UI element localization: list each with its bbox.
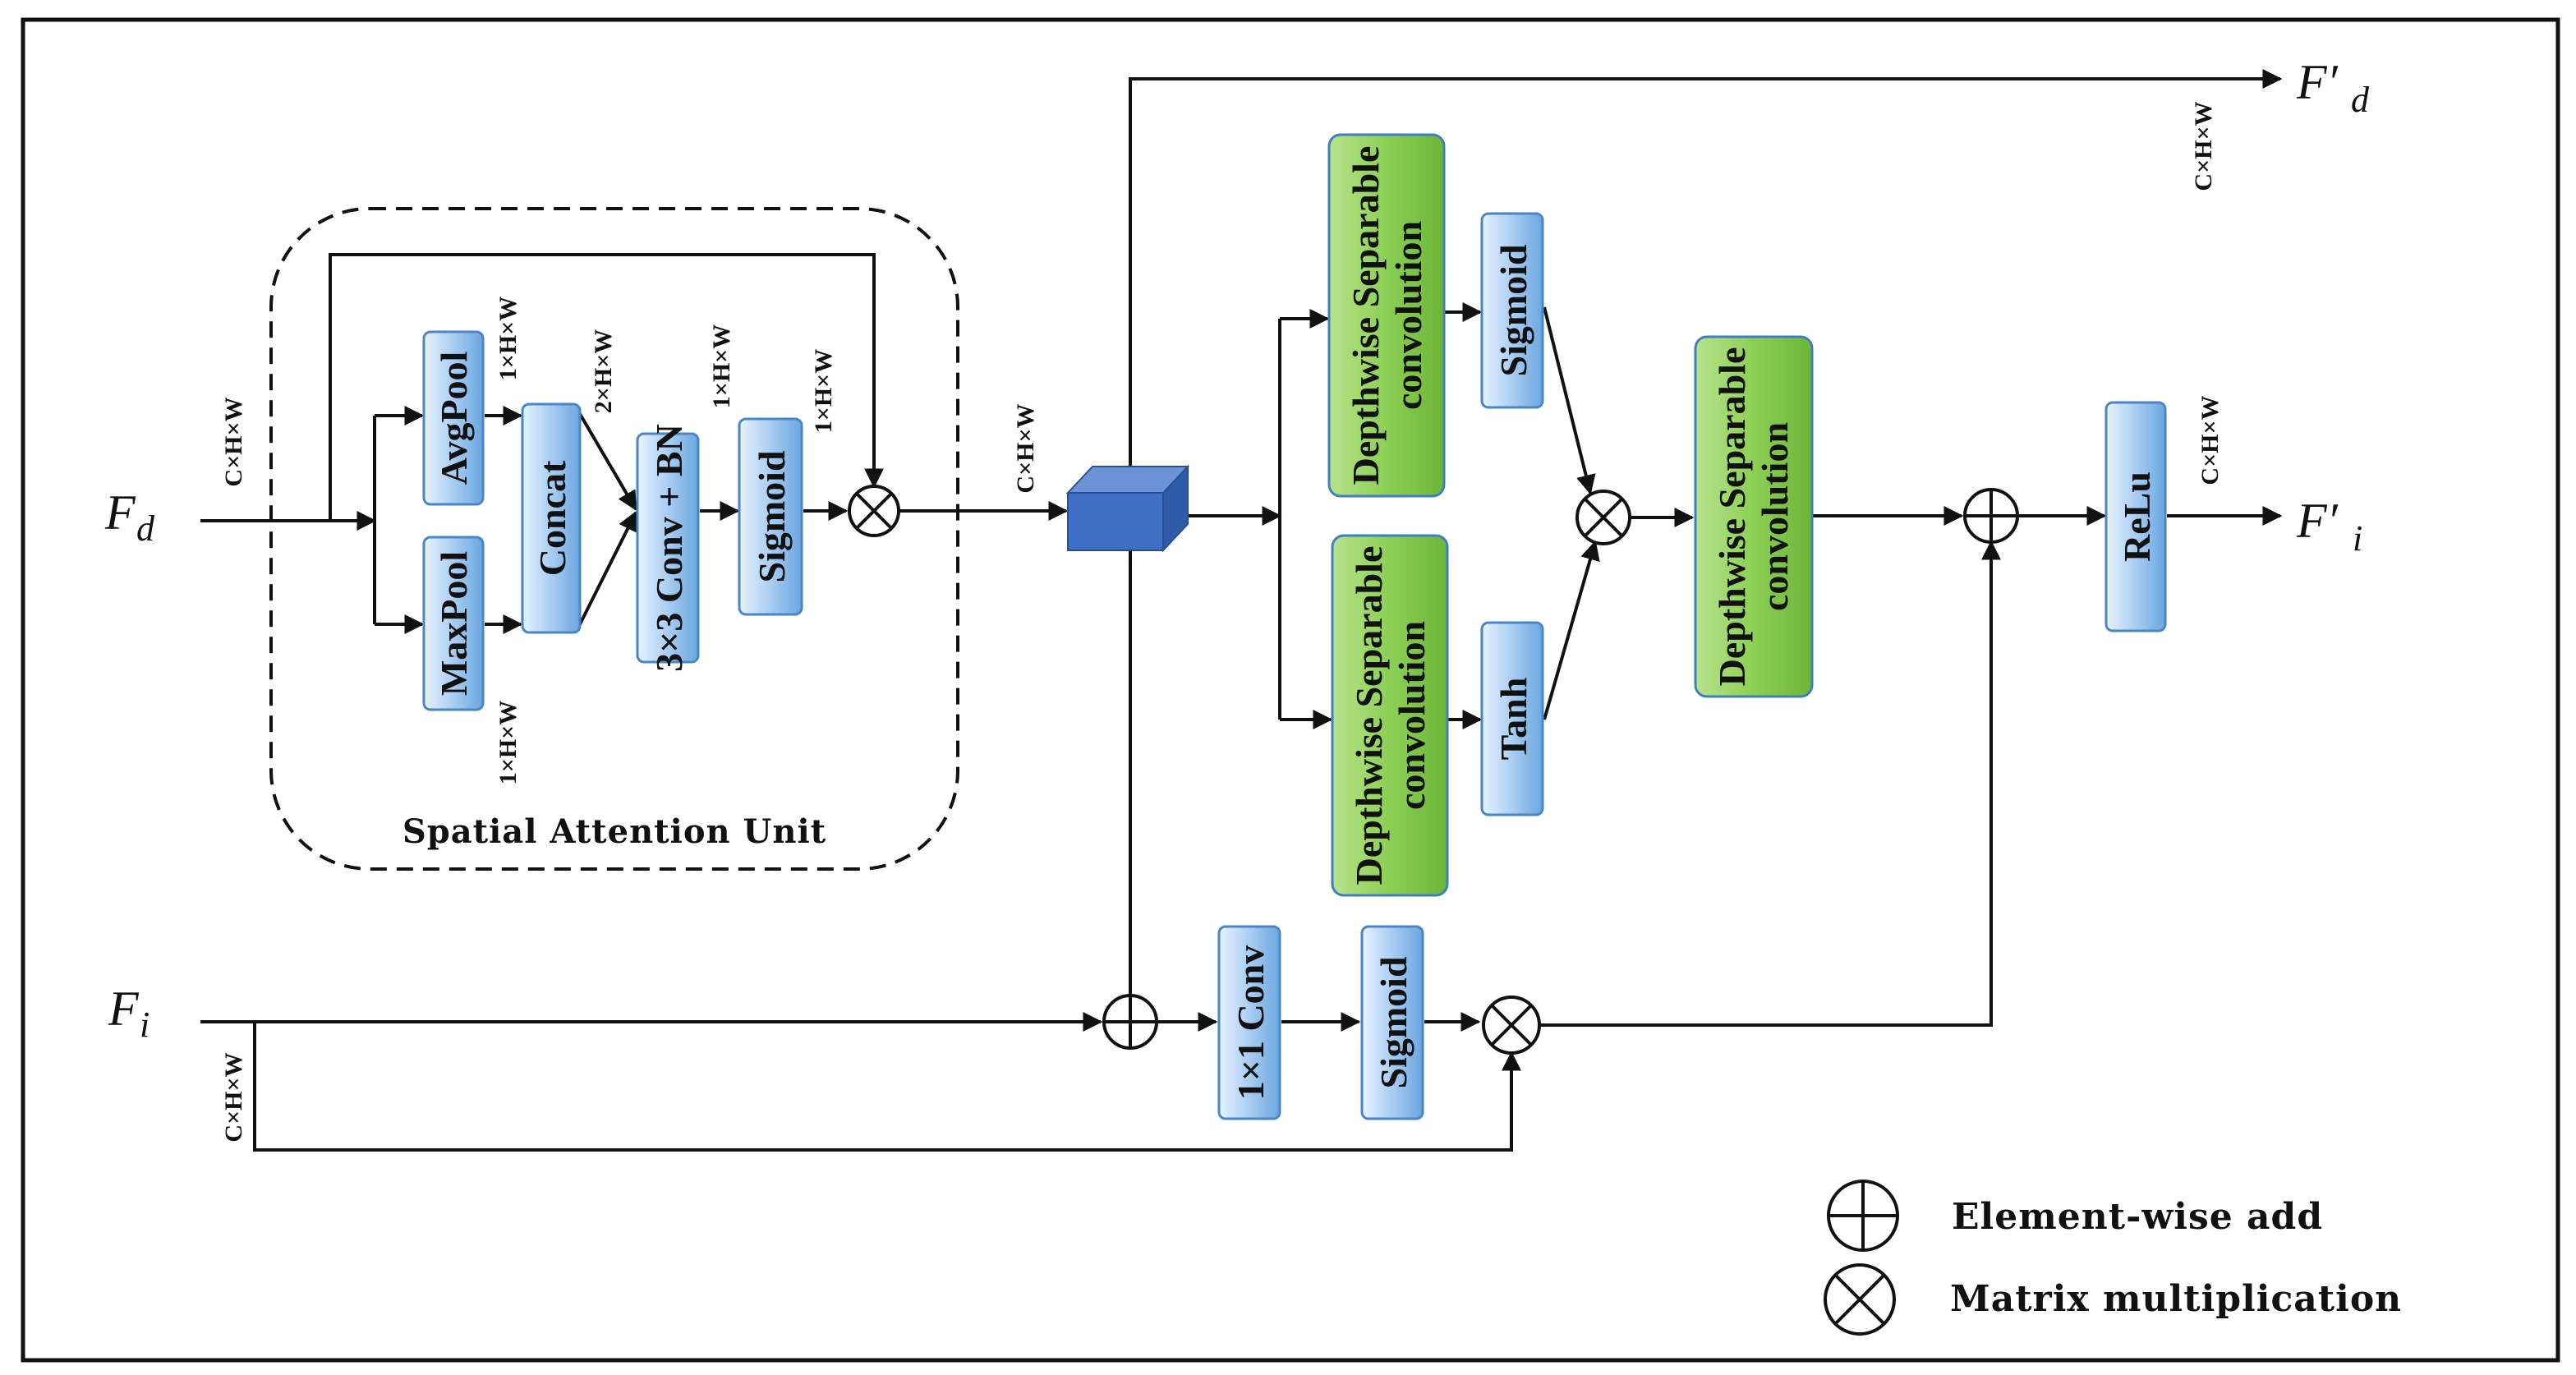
spatial-attention-region bbox=[269, 207, 959, 871]
dsc-top-box: Depthwise Separable convolution bbox=[1327, 133, 1446, 498]
conv1x1-box: 1×1 Conv bbox=[1217, 925, 1281, 1120]
dim-sa-out: C×H×W bbox=[1012, 403, 1039, 493]
fd-out-path bbox=[1129, 69, 2283, 996]
dim-maxpool-out: 1×H×W bbox=[494, 701, 522, 785]
sa-sigmoid-box: Sigmoid bbox=[738, 417, 803, 616]
svg-text:AvgPool: AvgPool bbox=[433, 352, 475, 485]
svg-text:3×3 Conv + BN: 3×3 Conv + BN bbox=[648, 424, 690, 672]
svg-text:F′: F′ bbox=[2296, 55, 2339, 109]
svg-text:Depthwise Separable: Depthwise Separable bbox=[1348, 546, 1390, 885]
dim-relu-out: C×H×W bbox=[2196, 395, 2224, 485]
dim-conv-out: 1×H×W bbox=[708, 324, 735, 409]
svg-text:convolution: convolution bbox=[1387, 221, 1429, 410]
concat-to-conv-a bbox=[578, 412, 637, 512]
tanh-to-mult2 bbox=[1543, 540, 1600, 720]
sigmoid-to-mult2 bbox=[1543, 306, 1596, 495]
dim-concat-out: 2×H×W bbox=[590, 329, 617, 414]
svg-text:d: d bbox=[2351, 80, 2370, 120]
input-fd-label: F d bbox=[104, 485, 155, 549]
dsc-merge-box: Depthwise Separable convolution bbox=[1694, 335, 1814, 698]
outer-frame bbox=[21, 17, 2560, 1363]
dim-sigmoid-out: 1×H×W bbox=[810, 349, 837, 434]
svg-text:i: i bbox=[2353, 518, 2362, 559]
sa-multiply-op bbox=[848, 485, 900, 537]
dim-fi-in: C×H×W bbox=[220, 1052, 247, 1142]
svg-text:1×1 Conv: 1×1 Conv bbox=[1230, 945, 1272, 1101]
svg-text:Sigmoid: Sigmoid bbox=[751, 450, 793, 582]
dim-avgpool-out: 1×H×W bbox=[494, 297, 522, 381]
svg-text:Depthwise Separable: Depthwise Separable bbox=[1345, 146, 1387, 485]
dsc-bottom-box: Depthwise Separable convolution bbox=[1331, 534, 1449, 897]
svg-text:F: F bbox=[108, 982, 140, 1036]
svg-text:i: i bbox=[140, 1005, 150, 1045]
svg-text:MaxPool: MaxPool bbox=[433, 551, 475, 696]
spatial-attention-title: Spatial Attention Unit bbox=[402, 812, 826, 851]
svg-text:Concat: Concat bbox=[531, 460, 573, 576]
input-fi-label: F i bbox=[108, 982, 150, 1045]
concat-box: Concat bbox=[521, 402, 582, 634]
svg-text:convolution: convolution bbox=[1754, 422, 1796, 611]
legend-add-label: Element-wise add bbox=[1952, 1196, 2323, 1238]
svg-text:Sigmoid: Sigmoid bbox=[1493, 244, 1534, 376]
svg-text:Tanh: Tanh bbox=[1493, 678, 1534, 761]
tanh-box: Tanh bbox=[1480, 621, 1544, 816]
svg-text:Depthwise Separable: Depthwise Separable bbox=[1711, 347, 1753, 687]
svg-text:F′: F′ bbox=[2296, 494, 2339, 548]
fi-sigmoid-box: Sigmoid bbox=[1360, 925, 1424, 1120]
fi-add-op bbox=[1102, 994, 1158, 1050]
svg-text:d: d bbox=[136, 508, 155, 549]
concat-to-conv-b bbox=[578, 510, 637, 625]
svg-text:ReLu: ReLu bbox=[2116, 471, 2158, 562]
mult3-to-add2 bbox=[1541, 540, 2001, 1027]
legend-multiply-label: Matrix multiplication bbox=[1950, 1278, 2402, 1320]
output-add-op bbox=[1963, 488, 2019, 544]
legend-multiply-icon bbox=[1824, 1263, 1896, 1336]
sa-skip-line bbox=[329, 253, 884, 521]
dim-fd-out: C×H×W bbox=[2190, 101, 2217, 191]
fi-multiply-op bbox=[1482, 996, 1541, 1055]
avgpool-box: AvgPool bbox=[422, 330, 485, 506]
conv-bn-box: 3×3 Conv + BN bbox=[636, 424, 700, 672]
svg-text:convolution: convolution bbox=[1391, 621, 1433, 810]
fi-skip-line bbox=[253, 1022, 1521, 1152]
svg-text:F: F bbox=[104, 485, 136, 540]
output-fd-label: F′ d bbox=[2296, 55, 2370, 120]
relu-box: ReLu bbox=[2104, 401, 2167, 632]
top-sigmoid-box: Sigmoid bbox=[1480, 212, 1544, 409]
legend-add-icon bbox=[1827, 1180, 1899, 1252]
maxpool-box: MaxPool bbox=[422, 536, 485, 711]
branch-multiply-op bbox=[1576, 490, 1631, 545]
feature-cube bbox=[1065, 464, 1190, 553]
dim-fd-in: C×H×W bbox=[220, 397, 247, 486]
output-fi-label: F′ i bbox=[2296, 494, 2362, 559]
svg-text:Sigmoid: Sigmoid bbox=[1373, 956, 1414, 1088]
